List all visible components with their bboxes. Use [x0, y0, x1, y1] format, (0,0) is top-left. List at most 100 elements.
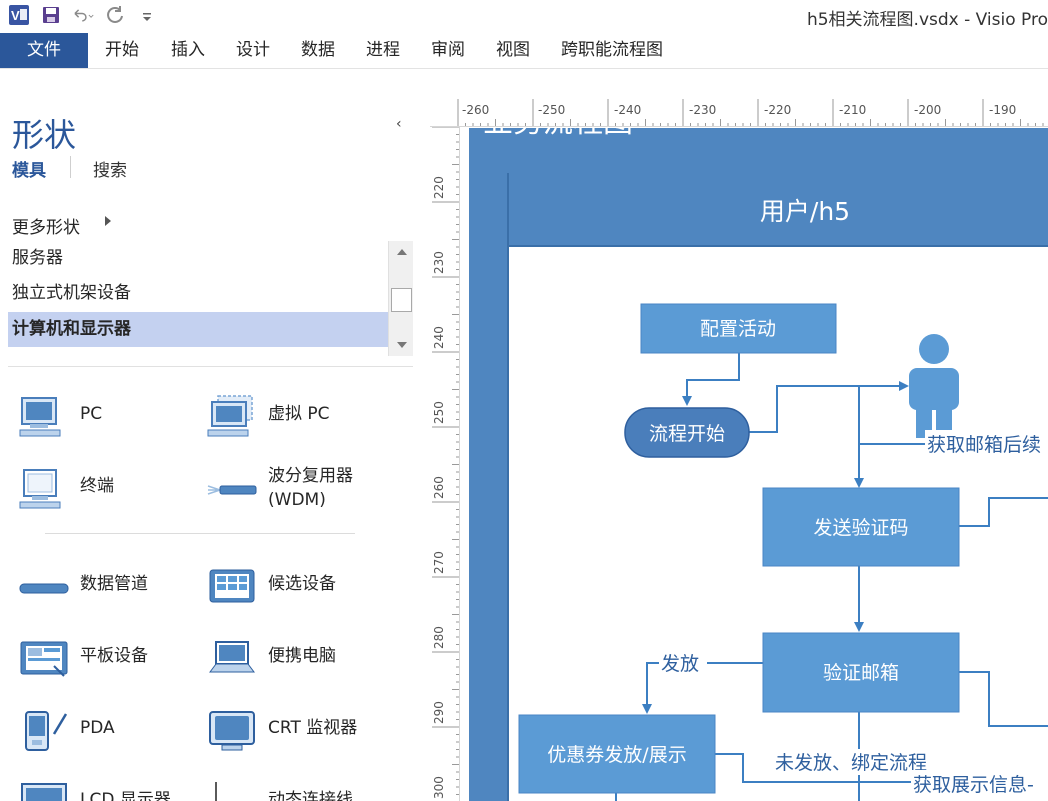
crt-monitor-icon	[209, 711, 255, 751]
terminal-icon	[19, 469, 61, 509]
candidate-device-icon	[209, 569, 255, 603]
node-coupon	[518, 714, 716, 794]
visio-icon[interactable]: V	[8, 4, 30, 26]
shape-tablet[interactable]: 平板设备	[8, 628, 198, 688]
shape-label: 终端	[80, 476, 114, 496]
shape-label: 虚拟 PC	[268, 404, 330, 424]
shape-dynamic-connector[interactable]: 动态连接线	[196, 772, 386, 801]
ruler-label: -240	[614, 103, 642, 117]
more-shapes-menu[interactable]: 更多形状	[12, 218, 80, 238]
shape-label: 平板设备	[80, 646, 148, 666]
node-config-activity	[640, 303, 837, 354]
shape-label: LCD 显示器	[80, 790, 171, 801]
tab-data[interactable]: 数据	[301, 40, 335, 60]
ruler-ticks	[457, 99, 1044, 126]
tab-review[interactable]: 审阅	[431, 40, 465, 60]
dynamic-connector-icon	[215, 782, 217, 801]
connector-send-right	[959, 497, 1048, 527]
ruler-label: -220	[764, 103, 792, 117]
stencil-item-computers[interactable]: 计算机和显示器	[8, 312, 388, 347]
tab-insert[interactable]: 插入	[171, 40, 205, 60]
shapes-divider	[45, 533, 355, 534]
tab-cross-functional[interactable]: 跨职能流程图	[561, 40, 663, 60]
shape-candidate-device[interactable]: 候选设备	[196, 556, 386, 616]
shape-crt-monitor[interactable]: CRT 监视器	[196, 700, 386, 760]
chevron-right-icon[interactable]	[105, 216, 111, 226]
node-label: 配置活动	[700, 318, 776, 340]
save-icon[interactable]	[40, 4, 62, 26]
shape-wdm[interactable]: 波分复用器 (WDM)	[196, 458, 386, 518]
shape-label: PC	[80, 404, 103, 424]
stencil-scrollbar[interactable]	[388, 241, 413, 356]
stencil-item-rack[interactable]: 独立式机架设备	[12, 283, 131, 303]
shape-label: 候选设备	[268, 574, 336, 594]
ruler-label: 250	[432, 401, 446, 424]
shape-virtual-pc[interactable]: 虚拟 PC	[196, 386, 386, 446]
pool-header	[469, 128, 1048, 173]
node-send-code	[762, 487, 960, 567]
ruler-label: 300	[432, 776, 446, 799]
ruler-label: 240	[432, 326, 446, 349]
tab-process[interactable]: 进程	[366, 40, 400, 60]
horizontal-ruler[interactable]: -260 -250 -240 -230 -220 -210 -200 -190	[430, 97, 1048, 127]
connector-coupon-right	[715, 753, 1048, 783]
connector-label: 发放	[661, 653, 699, 675]
lane-title: 用户/h5	[760, 197, 850, 226]
shape-label: CRT 监视器	[268, 718, 358, 738]
pda-icon	[25, 711, 68, 751]
stencil-item-servers[interactable]: 服务器	[12, 248, 63, 268]
ruler-label: 270	[432, 551, 446, 574]
flowchart-page[interactable]: 业务流程图 用户/h5 配置活动 流程开始 发送验证码 验证邮箱 优惠券发放/展…	[461, 128, 1048, 801]
wdm-icon	[207, 485, 257, 495]
redo-icon[interactable]	[104, 4, 126, 26]
shape-label: 波分复用器 (WDM)	[268, 466, 353, 510]
vertical-ruler[interactable]: 220 230 240 250 260 270 280 290 300	[430, 127, 460, 801]
scroll-thumb[interactable]	[391, 288, 412, 312]
flowchart-svg: 业务流程图 用户/h5 配置活动 流程开始 发送验证码 验证邮箱 优惠券发放/展…	[469, 128, 1048, 801]
lane-header	[509, 173, 1048, 246]
connector-to-coupon	[642, 662, 763, 714]
data-pipe-icon	[19, 583, 69, 594]
shape-laptop[interactable]: 便携电脑	[196, 628, 386, 688]
node-process-start	[624, 407, 750, 458]
collapse-pane-icon[interactable]: ‹	[396, 116, 402, 132]
ribbon-tab-bar: 文件 开始 插入 设计 数据 进程 审阅 视图 跨职能流程图	[0, 33, 1048, 69]
pc-icon	[19, 397, 61, 437]
tab-stencils[interactable]: 模具	[12, 161, 46, 181]
ruler-label: -260	[462, 103, 490, 117]
laptop-icon	[209, 641, 255, 673]
ruler-label: -250	[538, 103, 566, 117]
ruler-label: -200	[914, 103, 942, 117]
shape-data-pipe[interactable]: 数据管道	[8, 556, 198, 616]
shape-lcd-monitor[interactable]: LCD 显示器	[8, 772, 198, 801]
connector-config-start	[682, 353, 740, 406]
pane-tab-divider	[70, 156, 71, 178]
shape-pda[interactable]: PDA	[8, 700, 198, 760]
shapes-pane: 形状 ‹ 模具 搜索 更多形状 服务器 独立式机架设备 计算机和显示器 PC 虚…	[0, 70, 430, 801]
scroll-up-icon[interactable]	[389, 241, 414, 263]
tab-file[interactable]: 文件	[0, 33, 88, 68]
tab-design[interactable]: 设计	[236, 40, 270, 60]
tab-home[interactable]: 开始	[105, 40, 139, 60]
quick-access-toolbar: V	[8, 4, 158, 26]
ruler-label: -190	[989, 103, 1017, 117]
user-actor-icon	[909, 334, 959, 438]
connector-label: 获取邮箱后续	[927, 434, 1041, 456]
shape-pc[interactable]: PC	[8, 386, 198, 446]
ruler-label: 220	[432, 176, 446, 199]
customize-qat-icon[interactable]	[136, 4, 158, 26]
ruler-label: -210	[839, 103, 867, 117]
title-bar: V h5相关流程图.vsdx - Visio Prof	[0, 0, 1048, 32]
tab-view[interactable]: 视图	[496, 40, 530, 60]
pane-divider	[8, 366, 413, 367]
ruler-label: 280	[432, 626, 446, 649]
connector-label: 未发放、绑定流程	[775, 752, 927, 774]
connector-start-user	[749, 381, 909, 433]
undo-icon[interactable]	[72, 4, 94, 26]
shape-terminal[interactable]: 终端	[8, 458, 198, 518]
shape-label: 动态连接线	[268, 790, 353, 801]
tab-search[interactable]: 搜索	[93, 161, 127, 181]
lane-side-band	[469, 173, 509, 801]
scroll-down-icon[interactable]	[389, 334, 414, 356]
connector-verify-right	[959, 671, 1048, 727]
